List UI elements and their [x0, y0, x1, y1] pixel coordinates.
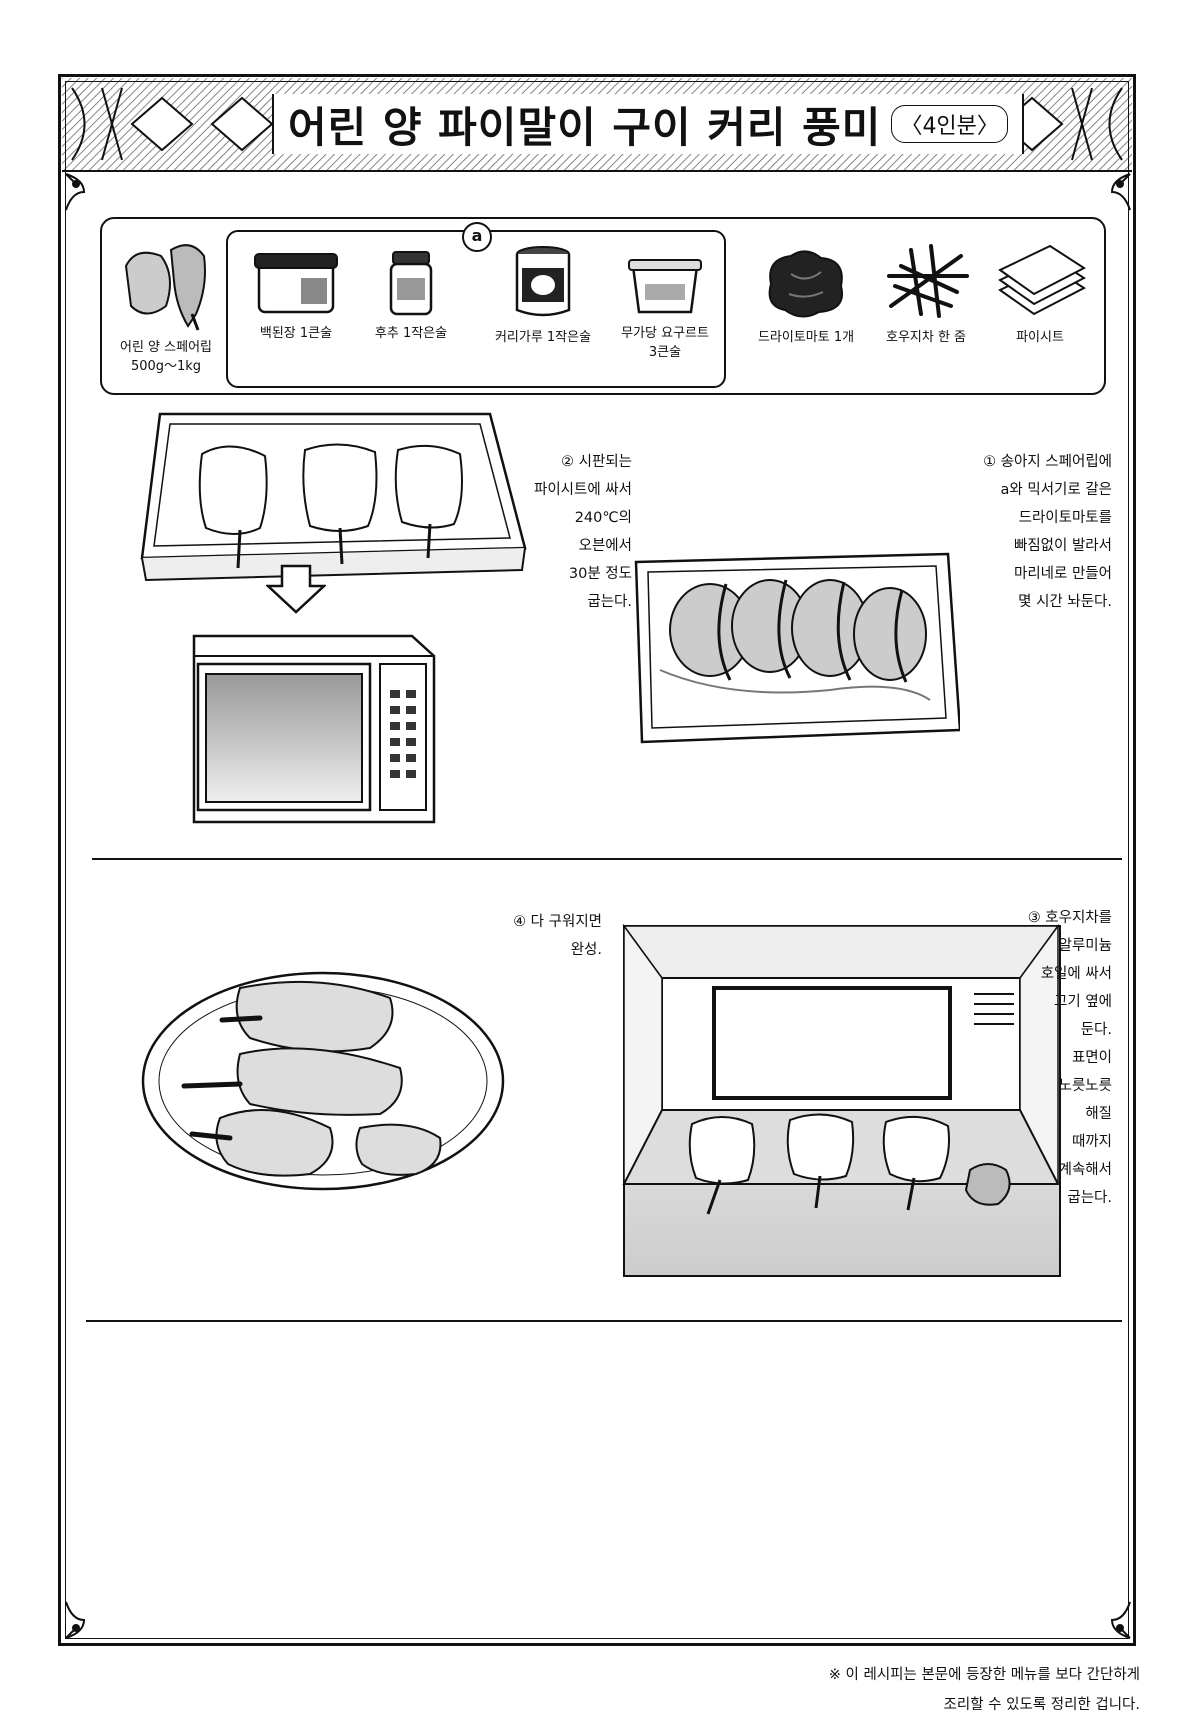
tea-leaves-icon [887, 244, 969, 318]
corner-ornament-top-left [65, 173, 86, 211]
step-4-text: ④ 다 구워지면 완성. [513, 914, 602, 958]
ingredient-dried-tomato: 드라이토마토 1개 [742, 244, 870, 347]
oven-interior-illustration [622, 924, 1061, 1277]
microwave-oven-illustration [192, 634, 436, 824]
wrapped-ribs-tray-illustration [140, 412, 527, 582]
down-arrow-icon [266, 564, 326, 614]
ingredient-miso: 백된장 1큰술 [236, 248, 356, 343]
lamb-ribs-icon [124, 244, 206, 331]
dried-tomato-icon [768, 250, 843, 318]
finished-dish-illustration [141, 971, 505, 1191]
corner-ornament-bottom-right [1110, 1601, 1131, 1639]
ingredient-curry-powder: 커리가루 1작은술 [474, 244, 612, 347]
step-3-text: ③ 호우지차를 알루미늄 호일에 싸서 고기 옆에 둔다. 표면이 노릇노릇 해… [1027, 910, 1112, 1206]
title-banner: 어린 양 파이말이 구이 커리 풍미 〈4인분〉 [62, 78, 1132, 172]
pepper-jar-icon [389, 251, 433, 316]
title-plate: 어린 양 파이말이 구이 커리 풍미 〈4인분〉 [272, 94, 1024, 154]
yogurt-cup-icon [628, 259, 702, 314]
corner-ornament-bottom-left [65, 1601, 86, 1639]
step-2-text: ② 시판되는 파이시트에 싸서 240℃의 오븐에서 30분 정도 굽는다. [534, 454, 632, 610]
miso-tub-icon [254, 253, 338, 314]
section-divider-1 [92, 858, 1122, 860]
page-title: 어린 양 파이말이 구이 커리 풍미 [288, 102, 882, 152]
section-divider-2 [86, 1320, 1122, 1322]
ingredient-yogurt: 무가당 요구르트 3큰술 [606, 256, 724, 362]
ingredient-lamb-spare-ribs: 어린 양 스페어립 500g～1kg [104, 236, 228, 376]
pie-sheet-icon [998, 244, 1086, 316]
ingredient-pepper: 후추 1작은술 [356, 248, 466, 343]
corner-ornament-top-right [1110, 173, 1131, 211]
ingredient-pie-sheet: 파이시트 [980, 244, 1100, 347]
curry-can-icon [515, 246, 571, 317]
ingredient-walnut-tea: 호우지차 한 줌 [866, 236, 986, 347]
footer-note: ※ 이 레시피는 본문에 등장한 메뉴를 보다 간단하게 조리할 수 있도록 정… [828, 1667, 1140, 1713]
servings-label: 〈4인분〉 [891, 105, 1008, 143]
step-1-text: ① 송아지 스페어립에 a와 믹서기로 갈은 드라이토마토를 빠짐없이 발라서 … [983, 454, 1112, 610]
marinated-ribs-tray-illustration [634, 552, 960, 744]
group-a-badge: a [462, 222, 492, 252]
